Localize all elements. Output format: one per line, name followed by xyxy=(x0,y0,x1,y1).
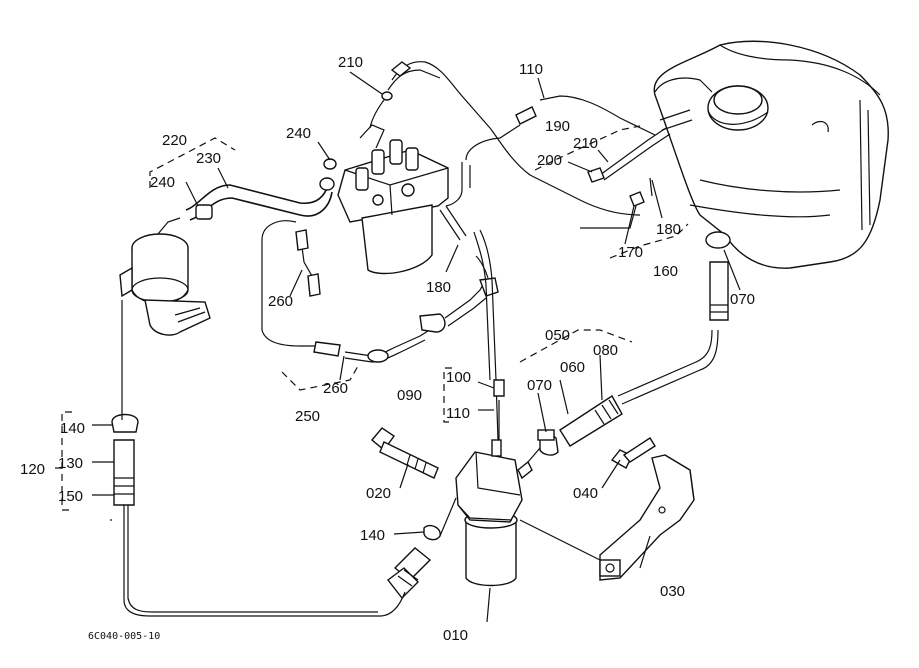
fuel-lines xyxy=(121,61,719,617)
label-150: 150 xyxy=(58,488,83,505)
label-240-a: 240 xyxy=(150,174,175,191)
label-140-b: 140 xyxy=(360,527,385,544)
label-200: 200 xyxy=(537,152,562,169)
label-140-a: 140 xyxy=(60,420,85,437)
label-230: 230 xyxy=(196,150,221,167)
label-070-b: 070 xyxy=(730,291,755,308)
label-180-b: 180 xyxy=(656,221,681,238)
fuel-filter xyxy=(455,439,533,587)
label-180-a: 180 xyxy=(426,279,451,296)
label-190: 190 xyxy=(545,118,570,135)
label-240-b: 240 xyxy=(286,125,311,142)
bracket-030 xyxy=(599,454,695,581)
injection-pump xyxy=(337,124,449,275)
label-250: 250 xyxy=(295,408,320,425)
label-040: 040 xyxy=(573,485,598,502)
label-160: 160 xyxy=(653,263,678,280)
label-090: 090 xyxy=(397,387,422,404)
label-060: 060 xyxy=(560,359,585,376)
group-brackets xyxy=(55,125,689,511)
label-010: 010 xyxy=(443,627,468,644)
label-210-b: 210 xyxy=(573,135,598,152)
label-070-a: 070 xyxy=(527,377,552,394)
label-110-a: 110 xyxy=(446,405,470,422)
bolt-040 xyxy=(610,437,656,469)
leader-lines xyxy=(92,71,741,623)
label-100: 100 xyxy=(446,369,471,386)
label-210-a: 210 xyxy=(338,54,363,71)
label-030: 030 xyxy=(660,583,685,600)
hose-assembly-050 xyxy=(537,395,623,456)
feed-pump xyxy=(119,217,211,336)
label-260-b: 260 xyxy=(323,380,348,397)
label-260-a: 260 xyxy=(268,293,293,310)
label-110-b: 110 xyxy=(519,61,543,78)
fuel-tank xyxy=(653,40,889,269)
figure-code: 6C040-005-10 xyxy=(88,631,160,642)
bolt-020 xyxy=(371,427,439,479)
hose-assembly-120 xyxy=(111,413,139,506)
label-080: 080 xyxy=(593,342,618,359)
label-050: 050 xyxy=(545,327,570,344)
label-170: 170 xyxy=(618,244,643,261)
label-130: 130 xyxy=(58,455,83,472)
label-120: 120 xyxy=(20,461,45,478)
lower-hose xyxy=(387,524,441,600)
label-020: 020 xyxy=(366,485,391,502)
hose-070-tank xyxy=(705,231,731,321)
part-labels: 010 020 030 040 050 060 070 070 080 090 … xyxy=(20,54,755,644)
label-220: 220 xyxy=(162,132,187,149)
